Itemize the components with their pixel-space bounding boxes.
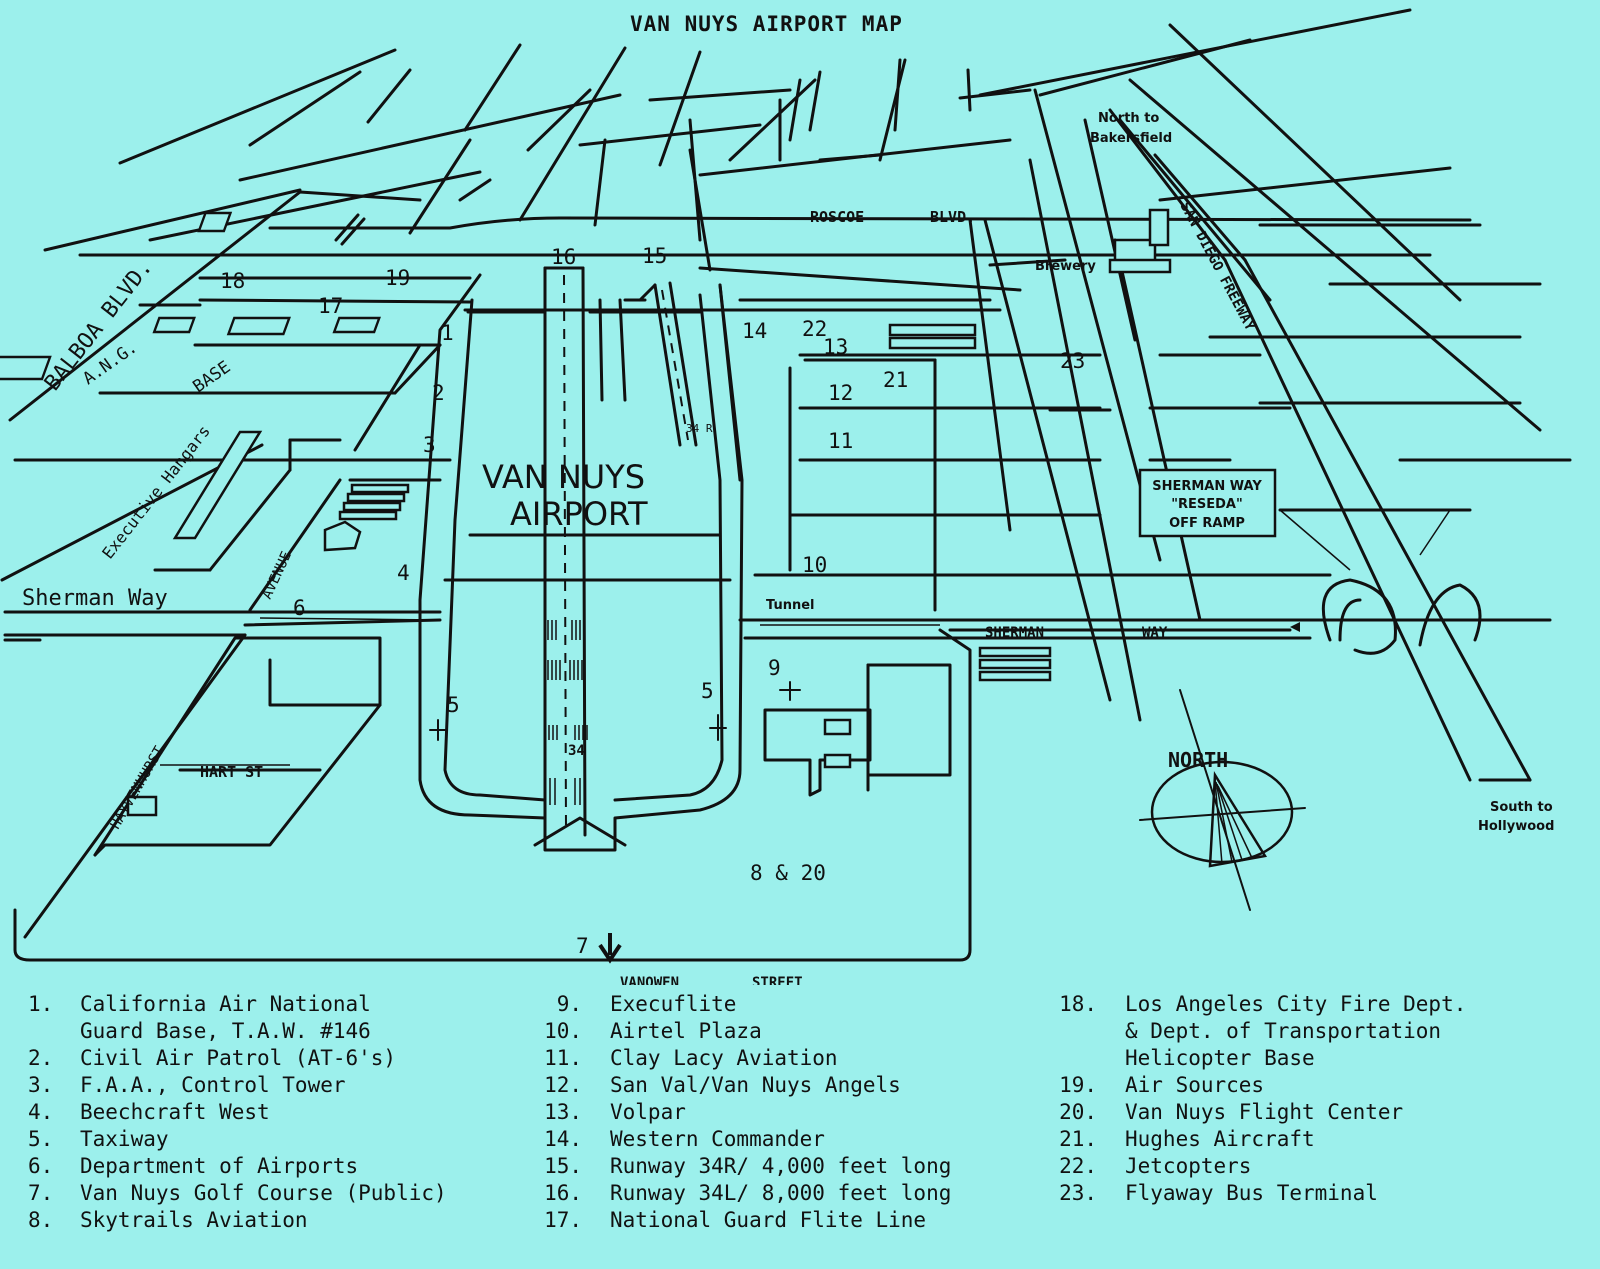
- marker-3: 3: [423, 433, 436, 457]
- legend-item: 22.Jetcopters: [1059, 1154, 1252, 1178]
- legend-item: 3.F.A.A., Control Tower: [28, 1073, 346, 1097]
- marker-9: 9: [768, 656, 781, 680]
- marker-2: 2: [432, 381, 445, 405]
- off-ramp-box: SHERMAN WAY "RESEDA" OFF RAMP: [1138, 468, 1277, 538]
- label-way: WAY: [1142, 625, 1168, 641]
- legend-item: 20.Van Nuys Flight Center: [1059, 1100, 1404, 1124]
- ang-base-area: [0, 190, 452, 612]
- map-legend: 1.California Air National Guard Base, T.…: [0, 985, 1600, 1269]
- legend-item: 2.Civil Air Patrol (AT-6's): [28, 1046, 397, 1070]
- marker-19: 19: [385, 266, 410, 290]
- marker-12: 12: [828, 381, 853, 405]
- legend-item: 21.Hughes Aircraft: [1059, 1127, 1315, 1151]
- label-base: BASE: [189, 357, 234, 397]
- marker-17: 17: [318, 294, 343, 318]
- marker-7: 7: [576, 934, 589, 958]
- label-avenue: AVENUE: [259, 549, 295, 602]
- label-roscoe: ROSCOE: [810, 208, 864, 226]
- location-markers: 1 2 3 4 5 5 6 7 8 & 20 9 10 11 12 13 14 …: [220, 244, 1085, 964]
- label-bakersfield: Bakersfield: [1090, 131, 1172, 146]
- label-brewery: Brewery: [1035, 259, 1096, 274]
- ramp-label-2: "RESEDA": [1171, 497, 1243, 512]
- north-label: NORTH: [1168, 748, 1228, 772]
- ramp-label-1: SHERMAN WAY: [1152, 479, 1262, 494]
- golf-course-area: [3, 628, 972, 962]
- label-blvd: BLVD.: [930, 208, 975, 226]
- legend-item: 14.Western Commander: [544, 1127, 825, 1151]
- marker-1: 1: [441, 321, 454, 345]
- san-diego-freeway: [1108, 108, 1542, 782]
- airport-name-line2: AIRPORT: [510, 495, 648, 533]
- map-title: VAN NUYS AIRPORT MAP: [630, 12, 903, 36]
- north-compass: NORTH: [1139, 689, 1306, 911]
- label-runway-small: 34 R: [686, 422, 713, 435]
- label-hart-st: HART ST: [200, 763, 263, 781]
- legend-item: 9.Execuflite: [556, 992, 737, 1016]
- legend-column-2: 9.Execuflite 10.Airtel Plaza 11.Clay Lac…: [530, 991, 1030, 1234]
- legend-item: 19.Air Sources: [1059, 1073, 1265, 1097]
- arrow-down-icon: [598, 933, 622, 964]
- marker-14: 14: [742, 319, 767, 343]
- label-vanowen: VANOWEN: [620, 975, 679, 985]
- label-north-to: North to: [1098, 111, 1159, 126]
- east-side-facilities: [718, 208, 1172, 797]
- legend-item: 13.Volpar: [544, 1100, 686, 1124]
- marker-10: 10: [802, 553, 827, 577]
- label-executive-hangars: Executive Hangars: [98, 422, 214, 563]
- airfield: [418, 266, 801, 852]
- marker-21: 21: [883, 368, 908, 392]
- legend-item: 7.Van Nuys Golf Course (Public): [28, 1181, 447, 1205]
- marker-16: 16: [551, 245, 576, 269]
- label-street: STREET: [752, 975, 803, 985]
- label-sherman-way-left: Sherman Way: [22, 586, 168, 611]
- legend-item: 4.Beechcraft West: [28, 1100, 270, 1124]
- label-hollywood: Hollywood: [1478, 819, 1554, 834]
- legend-item: 10.Airtel Plaza: [544, 1019, 762, 1043]
- sherman-way-road: [3, 610, 1552, 640]
- marker-6: 6: [293, 596, 306, 620]
- marker-4: 4: [397, 561, 410, 585]
- legend-column-3: 18.Los Angeles City Fire Dept. & Dept. o…: [1045, 991, 1595, 1207]
- street-grid: [43, 8, 1572, 722]
- airport-map: VAN NUYS AIRPORT MAP: [0, 8, 1572, 985]
- label-sherman: SHERMAN: [985, 625, 1044, 641]
- ramp-label-3: OFF RAMP: [1169, 516, 1245, 531]
- marker-18: 18: [220, 269, 245, 293]
- legend-item: 16.Runway 34L/ 8,000 feet long: [544, 1181, 952, 1205]
- legend-item: 8.Skytrails Aviation: [28, 1208, 308, 1232]
- label-south-to: South to: [1490, 800, 1553, 815]
- legend-item: 18.Los Angeles City Fire Dept. & Dept. o…: [1059, 992, 1467, 1070]
- marker-15: 15: [642, 244, 667, 268]
- marker-13: 13: [823, 335, 848, 359]
- label-runway-main: 34: [568, 743, 585, 759]
- legend-item: 17.National Guard Flite Line: [544, 1208, 927, 1232]
- legend-item: 23.Flyaway Bus Terminal: [1059, 1181, 1378, 1205]
- legend-column-1: 1.California Air National Guard Base, T.…: [0, 991, 540, 1234]
- legend-item: 11.Clay Lacy Aviation: [544, 1046, 838, 1070]
- legend-item: 12.San Val/Van Nuys Angels: [544, 1073, 901, 1097]
- legend-item: 5.Taxiway: [28, 1127, 169, 1151]
- label-hayvenhurst: HAYVENHURST: [108, 743, 168, 832]
- marker-23: 23: [1060, 349, 1085, 373]
- marker-8-20: 8 & 20: [750, 861, 826, 885]
- marker-5-left: 5: [447, 693, 460, 717]
- legend-item: 15.Runway 34R/ 4,000 feet long: [544, 1154, 952, 1178]
- label-tunnel: Tunnel: [766, 598, 814, 613]
- legend-item: 6.Department of Airports: [28, 1154, 359, 1178]
- marker-11: 11: [828, 429, 853, 453]
- map-drawing: VAN NUYS AIRPORT MAP: [0, 8, 1572, 985]
- marker-5-right: 5: [701, 679, 714, 703]
- airport-name-line1: VAN NUYS: [482, 458, 645, 496]
- marker-22: 22: [802, 317, 827, 341]
- legend-item: 1.California Air National Guard Base, T.…: [28, 992, 371, 1043]
